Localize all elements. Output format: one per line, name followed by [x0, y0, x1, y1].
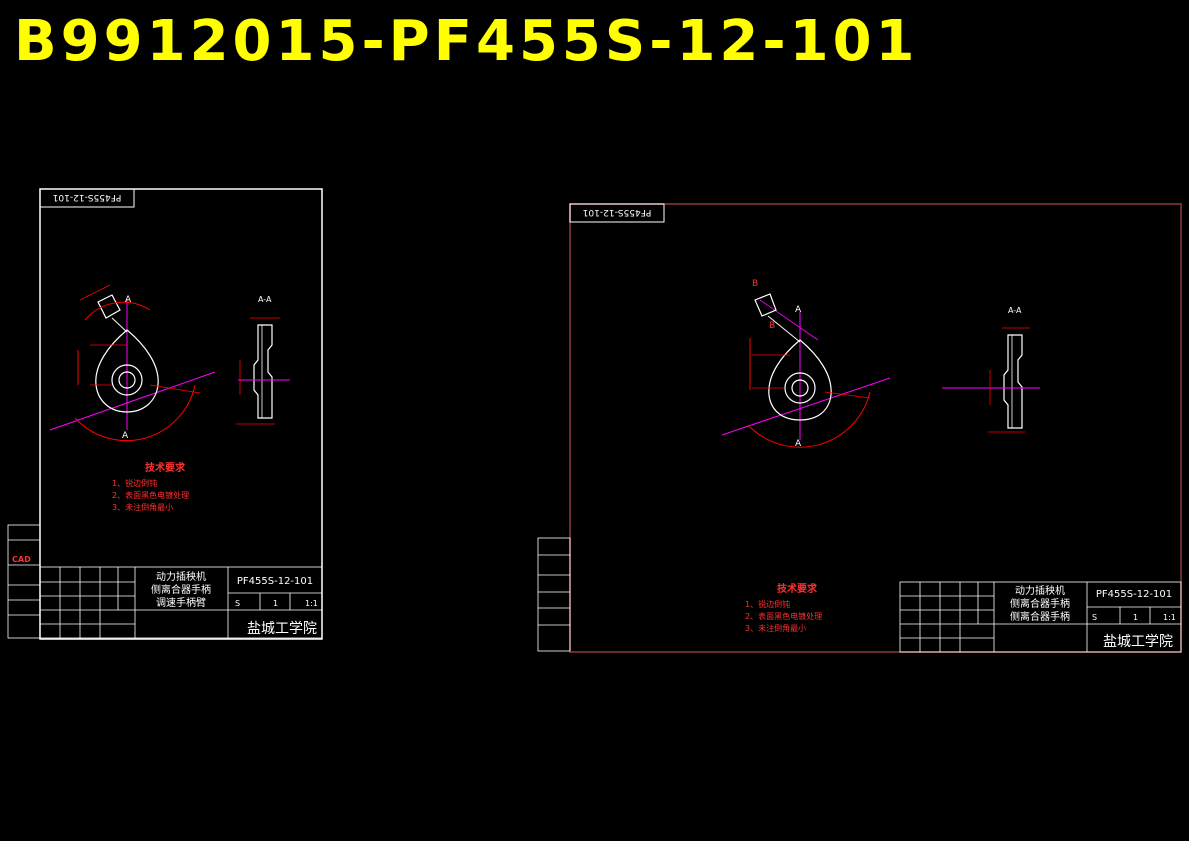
left-title-line3: 调速手柄臂 — [156, 596, 206, 609]
left-title-block — [39, 566, 323, 639]
left-side-strip — [7, 524, 41, 639]
left-title-line2: 侧离合器手柄 — [151, 583, 211, 596]
right-title-school: 盐城工学院 — [1103, 634, 1173, 650]
right-tech-note-3: 3、未注倒角最小 — [745, 623, 806, 633]
right-section-mark-top: A — [795, 305, 802, 315]
left-tech-note-1: 1、锐边倒钝 — [112, 478, 157, 488]
left-tech-note-2: 2、表面黑色电镀处理 — [112, 490, 189, 500]
left-section-view-label: A-A — [258, 295, 272, 304]
left-sheet-frame — [39, 188, 323, 640]
sheet-right[interactable]: PF455S-12-101 A A B B A-A — [537, 203, 1182, 653]
left-mirrored-code: PF455S-12-101 — [53, 192, 122, 202]
left-title-scale: 1:1 — [305, 599, 318, 608]
left-section-mark-top: A — [125, 295, 132, 305]
left-title-school: 盐城工学院 — [247, 621, 317, 637]
right-tech-title: 技术要求 — [777, 582, 818, 595]
right-title-line1: 动力插秧机 — [1015, 584, 1065, 597]
drawing-number-headline: B9912015-PF455S-12-101 — [14, 9, 919, 74]
right-section-mark-bottom: A — [795, 439, 802, 449]
left-title-mark: S — [235, 599, 240, 608]
sheet-left[interactable]: PF455S-12-101 A A A-A — [7, 188, 323, 640]
right-section-view-label: A-A — [1008, 306, 1022, 315]
left-section-view: A-A — [236, 295, 290, 425]
right-detail-mark-top: B — [752, 279, 758, 289]
right-sheet-frame — [569, 203, 1182, 653]
left-code-box — [39, 188, 135, 208]
right-code-box — [569, 203, 665, 223]
left-centerline-diag — [49, 371, 216, 431]
right-title-code: PF455S-12-101 — [1096, 589, 1172, 600]
right-part-view: A A B B — [721, 279, 891, 449]
right-title-line3: 侧离合器手柄 — [1010, 610, 1070, 623]
left-section-mark-bottom: A — [122, 431, 129, 441]
left-cad-tag: CAD — [12, 555, 31, 564]
right-title-qty: 1 — [1133, 613, 1138, 622]
right-title-line2: 侧离合器手柄 — [1010, 597, 1070, 610]
right-tech-note-1: 1、锐边倒钝 — [745, 599, 790, 609]
right-title-mark: S — [1092, 613, 1097, 622]
right-tech-note-2: 2、表面黑色电镀处理 — [745, 611, 822, 621]
left-title-line1: 动力插秧机 — [156, 570, 206, 583]
left-tech-title: 技术要求 — [145, 461, 186, 474]
left-tech-note-3: 3、未注倒角最小 — [112, 502, 173, 512]
right-side-strip — [537, 537, 571, 652]
right-title-scale: 1:1 — [1163, 613, 1176, 622]
right-detail-mark-bottom: B — [769, 321, 775, 331]
right-section-view: A-A — [942, 306, 1040, 433]
left-part-view: A A — [49, 284, 216, 442]
left-title-qty: 1 — [273, 599, 278, 608]
left-title-code: PF455S-12-101 — [237, 576, 313, 587]
right-title-block — [899, 581, 1182, 653]
right-mirrored-code: PF455S-12-101 — [583, 207, 652, 217]
